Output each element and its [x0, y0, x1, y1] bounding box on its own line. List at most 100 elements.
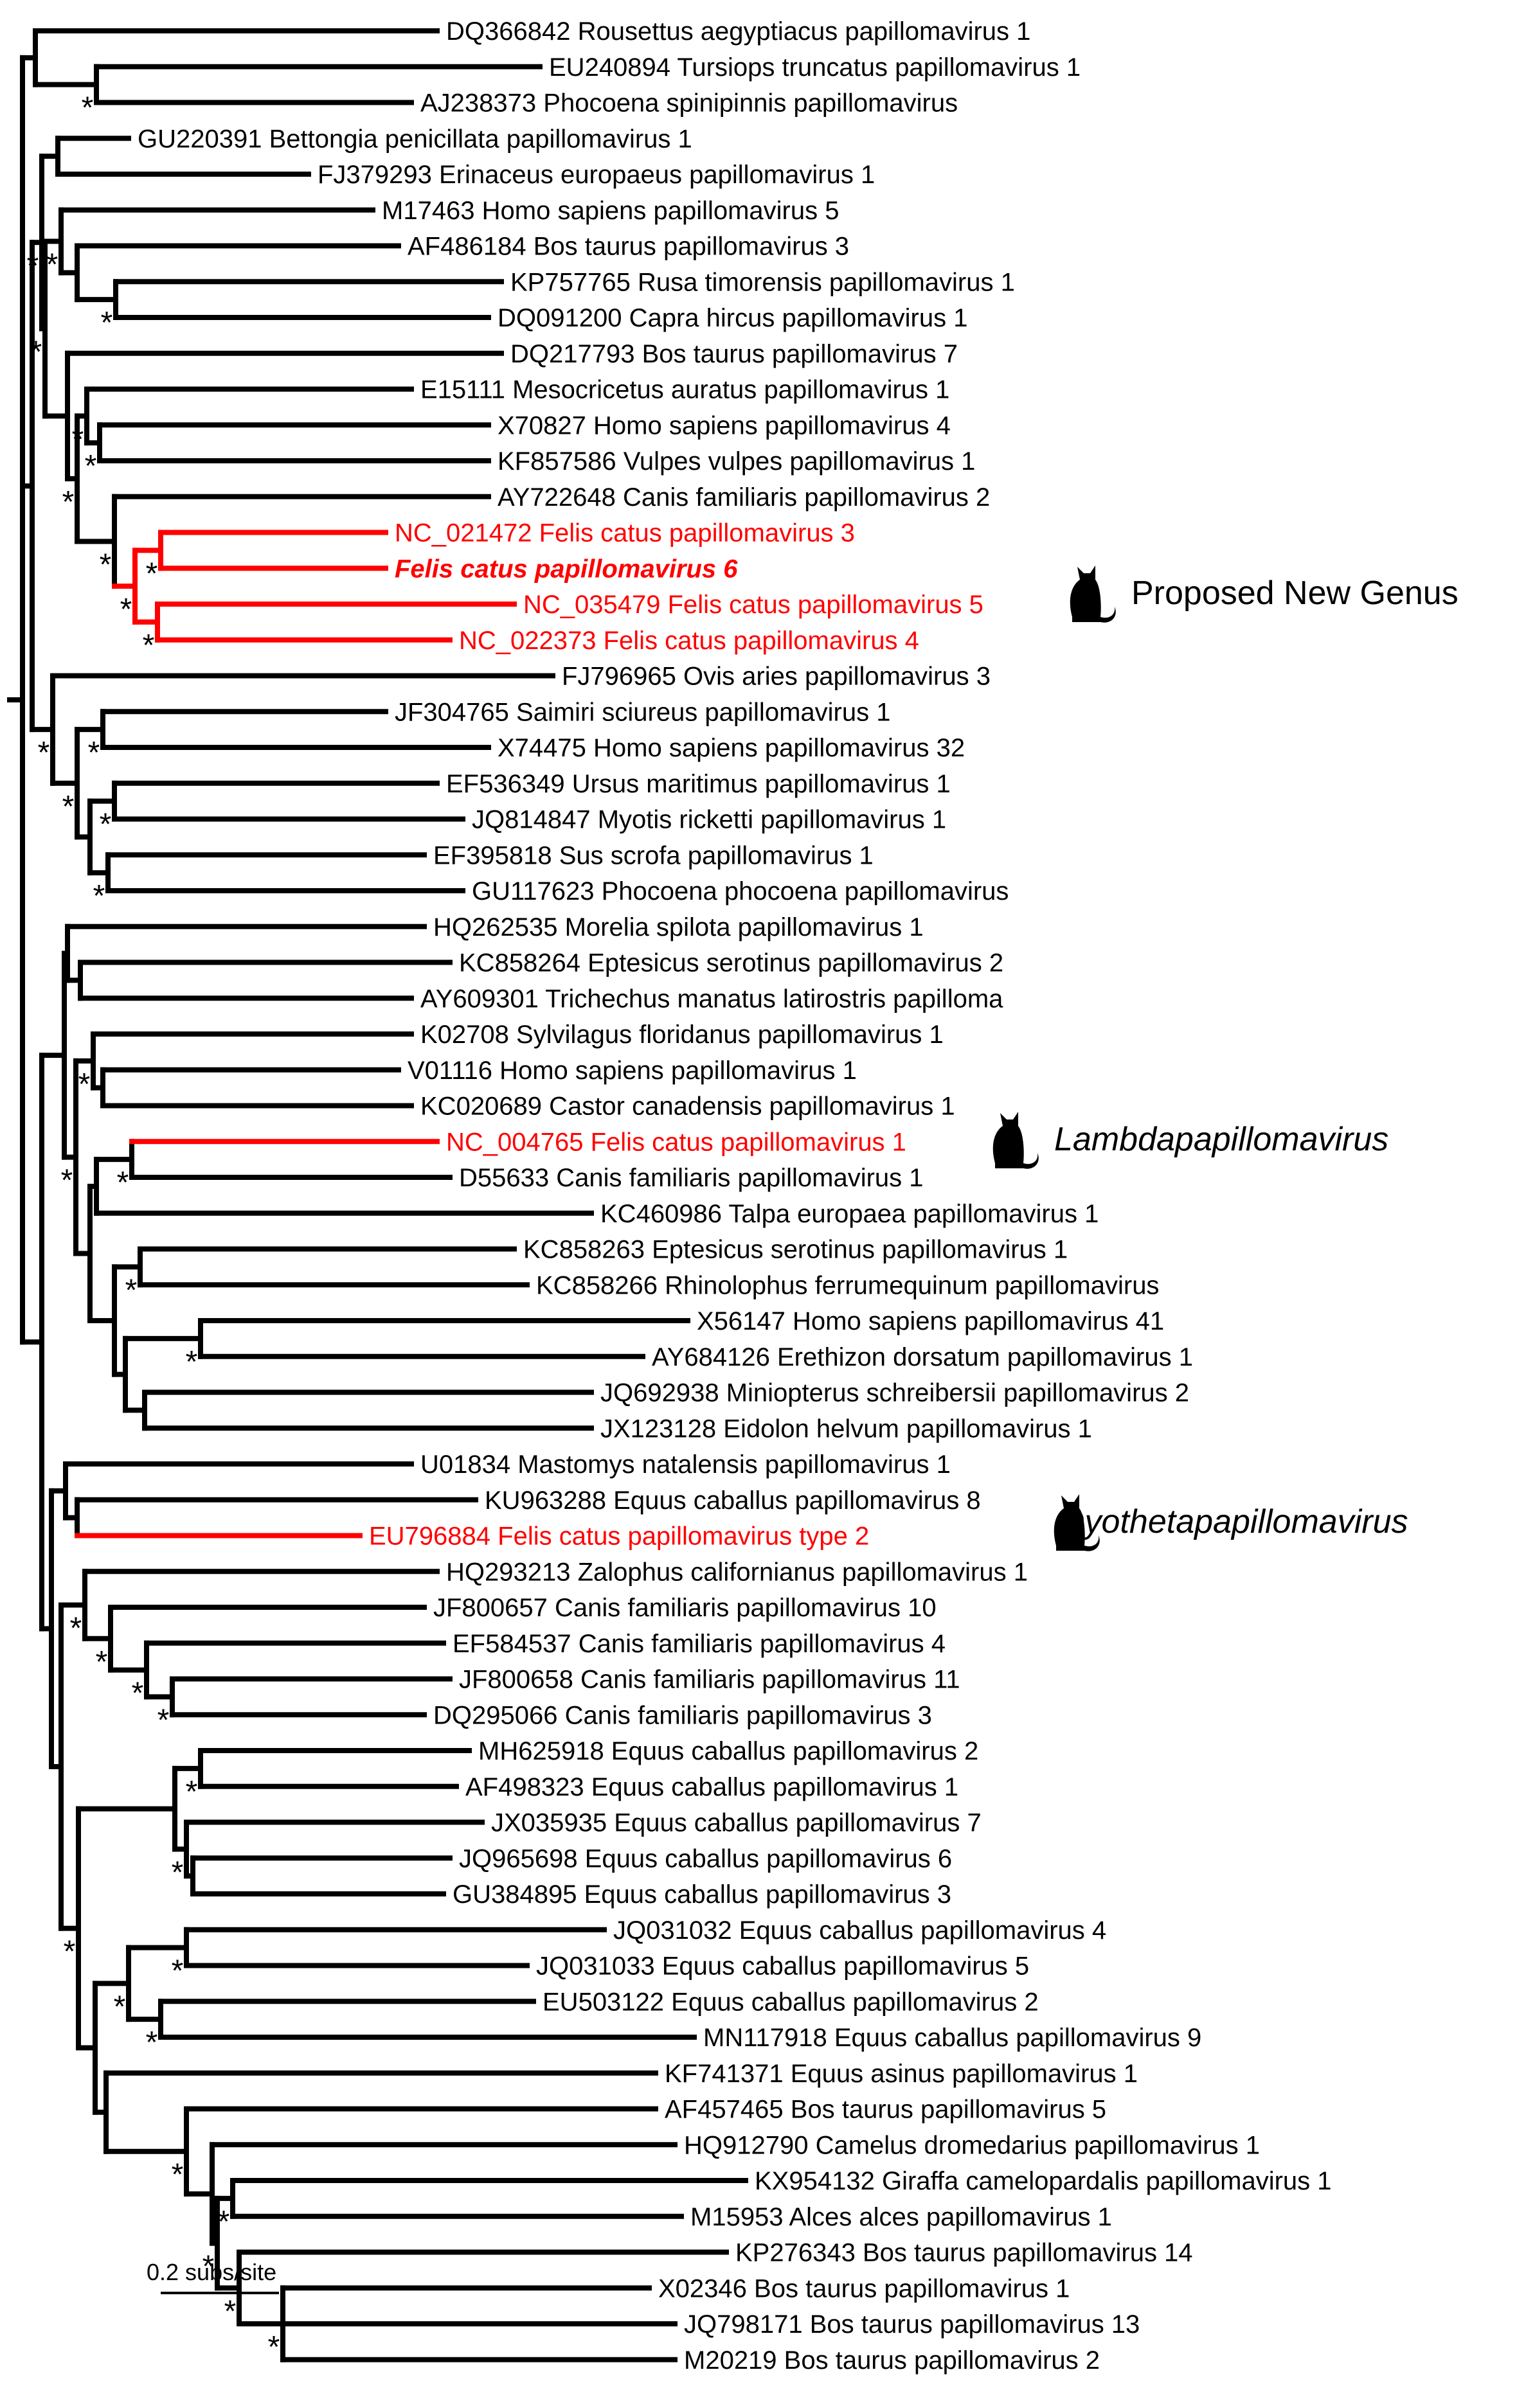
- leaf-label: AY684126 Erethizon dorsatum papillomavir…: [652, 1343, 1193, 1371]
- leaf-label: HQ262535 Morelia spilota papillomavirus …: [433, 913, 924, 941]
- support-asterisk: *: [27, 249, 39, 283]
- leaf-label: JF800657 Canis familiaris papillomavirus…: [433, 1594, 937, 1622]
- leaf-label: JQ692938 Miniopterus schreibersii papill…: [600, 1379, 1189, 1407]
- leaf-label: KP757765 Rusa timorensis papillomavirus …: [510, 268, 1015, 296]
- leaf-label: Felis catus papillomavirus 6: [395, 555, 738, 583]
- leaf-label: KC460986 Talpa europaea papillomavirus 1: [600, 1200, 1099, 1228]
- leaf-label: V01116 Homo sapiens papillomavirus 1: [408, 1057, 857, 1085]
- support-asterisk: *: [78, 1067, 91, 1101]
- leaf-label: U01834 Mastomys natalensis papillomaviru…: [420, 1450, 951, 1479]
- genus-annotation-proposed: Proposed New Genus: [1070, 566, 1459, 623]
- support-asterisk: *: [117, 1166, 129, 1200]
- support-asterisk: *: [96, 1645, 108, 1679]
- support-asterisk: *: [93, 879, 105, 913]
- leaf-label: NC_021472 Felis catus papillomavirus 3: [395, 519, 855, 548]
- support-asterisk: *: [64, 1935, 76, 1969]
- support-asterisk: *: [218, 2205, 230, 2239]
- leaf-label: JF800658 Canis familiaris papillomavirus…: [459, 1666, 960, 1694]
- leaf-labels: DQ366842 Rousettus aegyptiacus papilloma…: [138, 17, 1332, 2375]
- support-asterisk: *: [202, 2250, 215, 2284]
- leaf-label: KF741371 Equus asinus papillomavirus 1: [665, 2060, 1138, 2088]
- leaf-label: M17463 Homo sapiens papillomavirus 5: [382, 197, 839, 225]
- leaf-label: JQ965698 Equus caballus papillomavirus 6: [459, 1844, 952, 1873]
- leaf-label: DQ091200 Capra hircus papillomavirus 1: [498, 304, 967, 332]
- leaf-label: JX035935 Equus caballus papillomavirus 7: [491, 1809, 982, 1837]
- leaf-label: X70827 Homo sapiens papillomavirus 4: [498, 411, 951, 440]
- cat-icon: [992, 1112, 1039, 1169]
- leaf-label: KC858266 Rhinolophus ferrumequinum papil…: [536, 1271, 1159, 1299]
- leaf-label: K02708 Sylvilagus floridanus papillomavi…: [420, 1021, 944, 1049]
- leaf-label: X56147 Homo sapiens papillomavirus 41: [697, 1307, 1164, 1335]
- leaf-label: D55633 Canis familiaris papillomavirus 1: [459, 1164, 924, 1192]
- support-asterisk: *: [172, 1954, 184, 1988]
- leaf-label: EU240894 Tursiops truncatus papillomavir…: [549, 53, 1081, 82]
- support-asterisk: *: [61, 1164, 73, 1198]
- genus-label-lambda: Lambdapapillomavirus: [1054, 1121, 1388, 1158]
- support-asterisk: *: [62, 790, 75, 824]
- leaf-label: X74475 Homo sapiens papillomavirus 32: [498, 734, 965, 762]
- scale-bar: 0.2 subs/site: [147, 2259, 279, 2294]
- leaf-label: E15111 Mesocricetus auratus papillomavir…: [420, 376, 949, 404]
- leaf-label: EF536349 Ursus maritimus papillomavirus …: [446, 770, 951, 798]
- leaf-label: JQ798171 Bos taurus papillomavirus 13: [684, 2310, 1140, 2339]
- support-asterisk: *: [172, 1855, 184, 1889]
- genus-annotation-lambda: Lambdapapillomavirus: [992, 1112, 1388, 1169]
- leaf-label: MN117918 Equus caballus papillomavirus 9: [703, 2024, 1201, 2052]
- cat-icon: [1054, 1494, 1100, 1551]
- support-asterisk: *: [172, 2158, 184, 2192]
- leaf-label: AF498323 Equus caballus papillomavirus 1: [465, 1773, 958, 1801]
- leaf-label: M15953 Alces alces papillomavirus 1: [690, 2203, 1112, 2231]
- support-asterisk: *: [125, 1273, 138, 1307]
- support-asterisk: *: [70, 1612, 82, 1646]
- leaf-label: NC_022373 Felis catus papillomavirus 4: [459, 627, 919, 655]
- leaf-label: EF584537 Canis familiaris papillomavirus…: [453, 1630, 946, 1658]
- support-asterisk: *: [143, 629, 155, 663]
- leaf-label: KU963288 Equus caballus papillomavirus 8: [485, 1486, 981, 1515]
- leaf-label: JF304765 Saimiri sciureus papillomavirus…: [395, 698, 890, 726]
- leaf-label: GU117623 Phocoena phocoena papillomaviru…: [472, 877, 1009, 905]
- leaf-label: GU384895 Equus caballus papillomavirus 3: [453, 1880, 951, 1909]
- support-asterisk: *: [114, 1990, 126, 2024]
- support-asterisk: *: [186, 1775, 198, 1809]
- leaf-label: AF486184 Bos taurus papillomavirus 3: [408, 233, 849, 261]
- leaf-label: EU503122 Equus caballus papillomavirus 2: [543, 1988, 1039, 2016]
- leaf-label: JQ031033 Equus caballus papillomavirus 5: [536, 1952, 1029, 1981]
- support-asterisk: *: [157, 1703, 170, 1737]
- support-asterisk: *: [38, 736, 50, 770]
- support-asterisk: *: [62, 485, 75, 519]
- leaf-label: JQ814847 Myotis ricketti papillomavirus …: [472, 806, 946, 834]
- support-asterisk: *: [82, 91, 94, 125]
- leaf-label: MH625918 Equus caballus papillomavirus 2: [478, 1737, 978, 1765]
- leaf-label: DQ217793 Bos taurus papillomavirus 7: [510, 340, 958, 368]
- leaf-label: AJ238373 Phocoena spinipinnis papillomav…: [420, 89, 958, 118]
- leaf-label: KX954132 Giraffa camelopardalis papillom…: [755, 2167, 1332, 2195]
- support-asterisk: *: [88, 736, 100, 770]
- support-asterisk: *: [100, 808, 112, 842]
- leaf-label: AY609301 Trichechus manatus latirostris …: [420, 985, 1003, 1013]
- leaf-label: FJ379293 Erinaceus europaeus papillomavi…: [318, 161, 875, 189]
- leaf-label: KC858263 Eptesicus serotinus papillomavi…: [523, 1236, 1068, 1264]
- support-asterisk: *: [46, 248, 58, 282]
- genus-label-proposed: Proposed New Genus: [1131, 575, 1459, 612]
- support-asterisk: *: [100, 548, 112, 582]
- support-asterisk: *: [132, 1677, 144, 1711]
- leaf-label: DQ366842 Rousettus aegyptiacus papilloma…: [446, 17, 1030, 46]
- support-asterisk: *: [224, 2294, 237, 2328]
- leaf-label: M20219 Bos taurus papillomavirus 2: [684, 2346, 1100, 2375]
- leaf-label: JQ031032 Equus caballus papillomavirus 4: [613, 1916, 1106, 1945]
- leaf-label: JX123128 Eidolon helvum papillomavirus 1: [600, 1414, 1092, 1443]
- leaf-label: EU796884 Felis catus papillomavirus type…: [369, 1522, 869, 1551]
- scale-bar-label: 0.2 subs/site: [147, 2259, 276, 2285]
- leaf-label: KC858264 Eptesicus serotinus papillomavi…: [459, 949, 1003, 977]
- support-asterisk: *: [101, 306, 113, 340]
- support-asterisk: *: [72, 422, 84, 456]
- support-asterisk: *: [120, 593, 132, 627]
- leaf-label: AY722648 Canis familiaris papillomavirus…: [498, 483, 990, 512]
- leaf-label: DQ295066 Canis familiaris papillomavirus…: [433, 1701, 932, 1729]
- leaf-label: EF395818 Sus scrofa papillomavirus 1: [433, 841, 874, 870]
- support-asterisk: *: [186, 1345, 198, 1379]
- leaf-label: FJ796965 Ovis aries papillomavirus 3: [562, 663, 991, 691]
- support-asterisk: *: [85, 449, 97, 483]
- support-asterisk: *: [268, 2330, 280, 2364]
- support-markers: *************************************: [27, 91, 280, 2364]
